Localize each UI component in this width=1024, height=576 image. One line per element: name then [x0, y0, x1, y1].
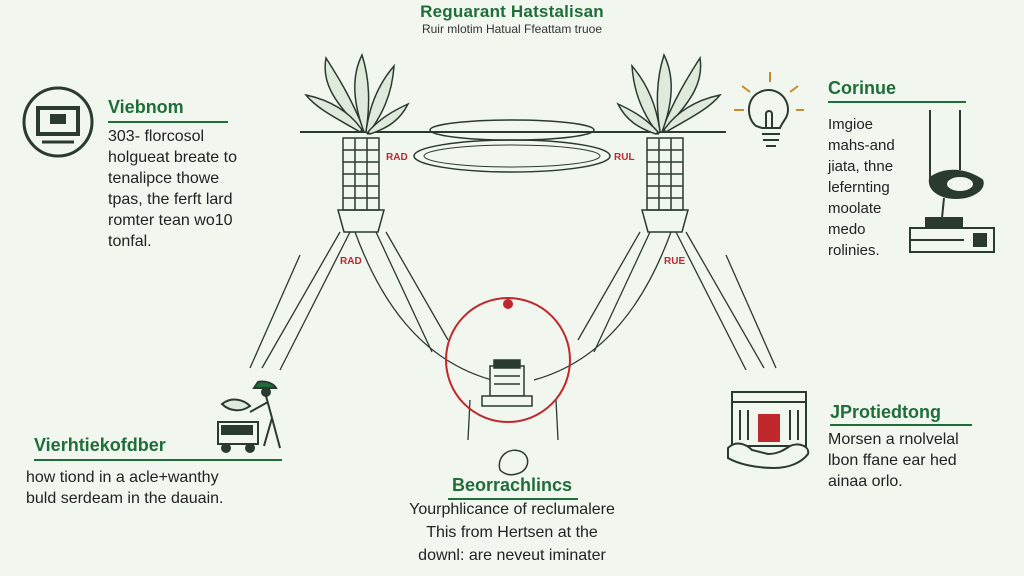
- bottom-right-body: Morsen a rnolvelal lbon ffane ear hed ai…: [828, 429, 959, 492]
- top-left-heading: Viebnom: [108, 97, 184, 117]
- body-line: Yourphlicance of reclumalere: [409, 501, 615, 518]
- bottom-right-heading: JProtiedtong: [830, 402, 941, 422]
- top-right-rule: [828, 101, 966, 103]
- lightbulb-icon: [732, 70, 806, 160]
- body-line: ainaa orlo.: [828, 473, 903, 490]
- body-line: jiata, thne: [828, 158, 894, 175]
- target-dot: [503, 299, 513, 309]
- bottom-center-rule: [448, 498, 578, 500]
- bottom-left-rule: [34, 459, 282, 461]
- struts: [249, 231, 777, 441]
- monitor-icon: [20, 84, 96, 160]
- person-cart-icon: [214, 378, 290, 454]
- body-line: mahs-and: [828, 137, 895, 154]
- body-line: This from Hertsen at the: [426, 524, 598, 541]
- bottom-left-body: how tiond in a acle+wanthy buld serdeam …: [26, 467, 223, 509]
- top-right-body: Imgioe mahs-and jiata, thne lefernting m…: [828, 114, 895, 261]
- platform-top: [429, 119, 595, 141]
- bottom-center-heading: Beorrachlincs: [451, 475, 573, 495]
- body-line: lbon ffane ear hed: [828, 452, 957, 469]
- top-right-heading: Corinue: [828, 78, 897, 98]
- label-rad-left: RAD: [386, 152, 408, 163]
- label-rue-low: RUE: [664, 256, 686, 267]
- body-line: romter tean wo10: [108, 212, 233, 229]
- left-plant: [304, 53, 410, 136]
- hand-icon: [498, 449, 529, 476]
- body-line: medo: [828, 221, 866, 238]
- page-subtitle: Ruir mlotim Hatual Ffeattam truoe: [421, 22, 603, 36]
- target-ring: [445, 297, 571, 423]
- body-line: rolinies.: [828, 242, 880, 259]
- bottom-center-body: Yourphlicance of reclumalere This from H…: [0, 498, 1024, 567]
- page-title: Reguarant Hatstalisan: [420, 2, 604, 21]
- left-pillar: [337, 137, 385, 233]
- body-line: tenalipce thowe: [108, 170, 220, 187]
- body-line: tpas, the ferft lard: [108, 191, 233, 208]
- right-pillar: [641, 137, 689, 233]
- top-left-rule: [108, 121, 228, 123]
- body-line: tonfal.: [108, 233, 152, 250]
- body-line: how tiond in a acle+wanthy: [26, 469, 219, 486]
- body-line: lefernting: [828, 179, 890, 196]
- body-line: downl: are neveut iminater: [418, 547, 606, 564]
- body-line: Imgioe: [828, 116, 874, 133]
- body-line: buld serdeam in the dauain.: [26, 490, 224, 507]
- bottom-right-rule: [830, 424, 972, 426]
- body-line: Morsen a rnolvelal: [828, 431, 959, 448]
- central-device: [481, 359, 533, 407]
- platform-disc-inner: [423, 144, 601, 168]
- bottom-left-heading: Vierhtiekofdber: [34, 435, 166, 455]
- body-line: moolate: [828, 200, 882, 217]
- microscope-device-icon: [904, 108, 1000, 258]
- top-left-body: 303- florcosol holgueat breate to tenali…: [108, 126, 237, 252]
- body-line: 303- florcosol: [108, 128, 205, 145]
- body-line: holgueat breate to: [108, 149, 237, 166]
- label-rul-right: RUL: [614, 152, 635, 163]
- label-rad-low: RAD: [340, 256, 362, 267]
- hand-card-icon: [724, 388, 814, 472]
- right-plant: [616, 53, 722, 136]
- platform-disc: [413, 139, 611, 173]
